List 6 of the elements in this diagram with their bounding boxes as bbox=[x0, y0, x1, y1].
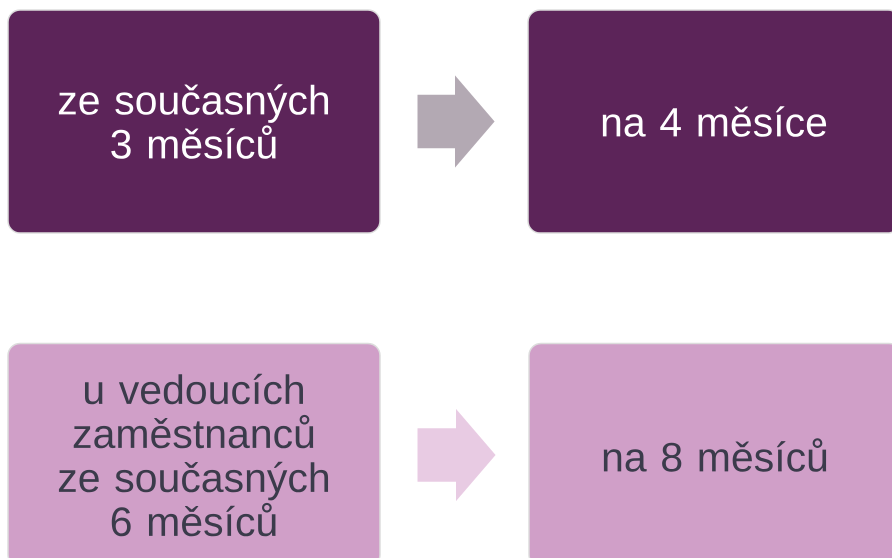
text-box: ze současných 3 měsíců bbox=[7, 9, 381, 234]
block-arrow bbox=[418, 76, 494, 168]
text-box: na 8 měsíců bbox=[528, 342, 892, 558]
text-box: na 4 měsíce bbox=[527, 9, 892, 234]
text-box: u vedoucích zaměstnanců ze současných 6 měsíců bbox=[7, 342, 381, 558]
block-arrow bbox=[418, 409, 496, 501]
